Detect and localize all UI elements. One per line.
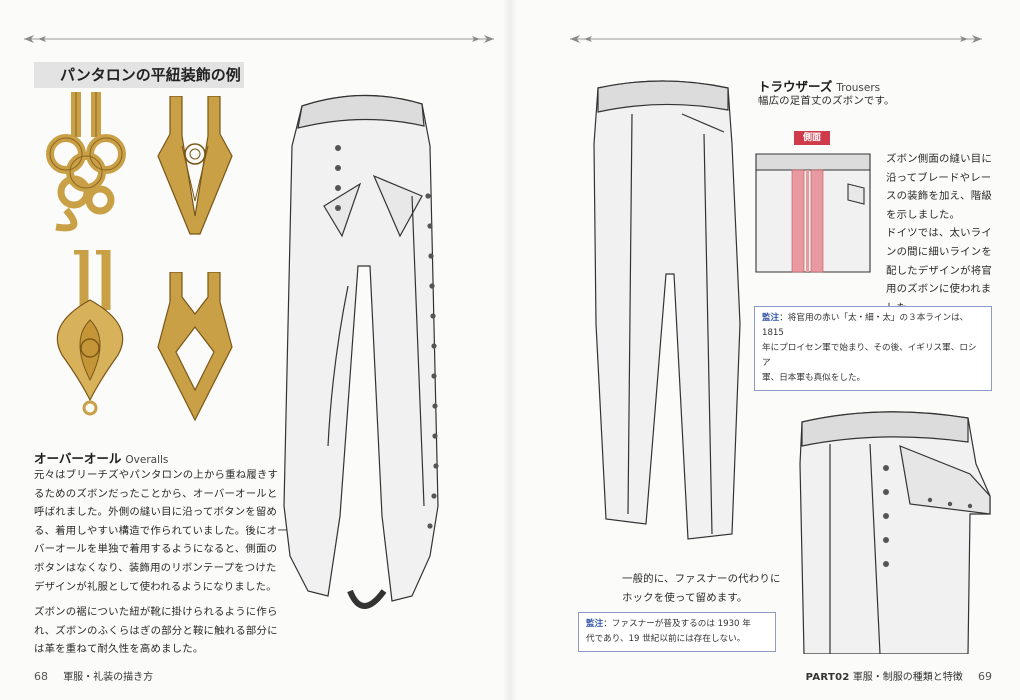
body-line: は革を重ねて耐久性を高めました。	[34, 643, 204, 656]
overalls-body: 元々はブリーチズやパンタロンの上から重ね履きす るためのズボンだったことから、オ…	[34, 466, 334, 659]
side-line: 用のズボンに使われま	[886, 283, 992, 296]
footer-part: PART02	[805, 672, 850, 683]
running-title-right: 軍服・制服の種類と特徴	[852, 672, 963, 683]
page-number-left: 68	[34, 670, 48, 683]
body-line: デザインが礼服として使われるようになりました。	[34, 580, 277, 593]
note-line: 監注：ファスナーが普及するのは 1930 年	[586, 619, 751, 629]
body-line: 呼ばれました。外側の縫い目に沿ってボタンを留め	[34, 506, 278, 519]
body-line: ズボンの裾についた紐が靴に掛けられるように作ら	[34, 606, 278, 619]
side-line: ドイツでは、太いライ	[886, 227, 992, 240]
body-line: 元々はブリーチズやパンタロンの上から重ね履きす	[34, 469, 279, 481]
side-text: ズボン側面の縫い目に 沿ってブレードやレー スの装飾を加え、階級 を示しました。…	[886, 150, 996, 317]
braid-drop-figure	[56, 250, 124, 416]
braid-diamond-figure	[157, 272, 233, 422]
side-line: 配したデザインが将官	[886, 264, 992, 277]
book-gutter	[503, 0, 517, 700]
note-label: 監注	[586, 619, 604, 629]
left-page: パンタロンの平紐装飾の例	[24, 35, 494, 683]
body-line: バーオールを単独で着用するようになると、側面の	[34, 543, 278, 556]
hook-line: 一般的に、ファスナーの代わりに	[622, 573, 781, 585]
body-line: る、着用しやすい構造で作られていました。後にオー	[34, 524, 288, 537]
trousers-illustration	[593, 80, 741, 540]
side-line: スの装飾を加え、階級	[886, 190, 992, 203]
section-heading: パンタロンの平紐装飾の例	[34, 62, 244, 88]
hook-text: 一般的に、ファスナーの代わりに ホックを使って留めます。	[622, 570, 802, 607]
trousers-subtitle: 幅広の足首丈のズボンです。	[758, 95, 895, 107]
overalls-title-en: Overalls	[125, 454, 169, 466]
braid-knot-figure	[46, 92, 126, 232]
page-number-right: 69	[978, 670, 992, 683]
note-box-zipper: 監注：ファスナーが普及するのは 1930 年 代であり、19 世紀以前には存在し…	[578, 612, 776, 652]
open-fly-illustration	[799, 411, 991, 654]
side-line: ズボン側面の縫い目に	[886, 153, 992, 165]
note-line: 監注：将官用の赤い「太・細・太」の３本ラインは、1815	[762, 313, 969, 338]
left-footer: 68 軍服・礼装の描き方	[34, 668, 153, 683]
right-footer: PART02 軍服・制服の種類と特徴 69	[806, 668, 992, 683]
braid-v-figure	[157, 96, 233, 235]
side-label: 側面	[794, 131, 830, 145]
trousers-title-en: Trousers	[836, 82, 881, 94]
note-box-ranks: 監注：将官用の赤い「太・細・太」の３本ラインは、1815 年にプロイセン軍で始ま…	[754, 306, 992, 391]
note-line: 代であり、19 世紀以前には存在しない。	[586, 634, 746, 644]
note-line: 年にプロイセン軍で始まり、その後、イギリス軍、ロシア	[762, 343, 977, 368]
body-line: れ、ズボンのふくらはぎの部分と鞍に触れる部分に	[34, 624, 278, 637]
body-line: ボタンはなくなり、装飾用のリボンテープをつけた	[34, 561, 277, 574]
ornament-divider-icon	[570, 35, 982, 43]
side-line: ンの間に細いラインを	[886, 245, 992, 258]
body-line-spacer	[34, 596, 334, 603]
hook-line: ホックを使って留めます。	[622, 591, 748, 604]
side-line: を示しました。	[886, 208, 961, 221]
side-line: 沿ってブレードやレー	[886, 171, 992, 184]
note-line: 軍、日本軍も真似をした。	[762, 373, 866, 383]
side-view-illustration	[755, 153, 871, 273]
overalls-illustration	[283, 94, 439, 609]
ornament-divider-icon	[24, 35, 494, 43]
trousers-title-ja: トラウザーズ	[758, 79, 833, 94]
running-title-left: 軍服・礼装の描き方	[63, 672, 154, 683]
overalls-title-ja: オーバーオール	[34, 451, 122, 466]
note-label: 監注	[762, 313, 780, 323]
body-line: るためのズボンだったことから、オーバーオールと	[34, 487, 278, 500]
